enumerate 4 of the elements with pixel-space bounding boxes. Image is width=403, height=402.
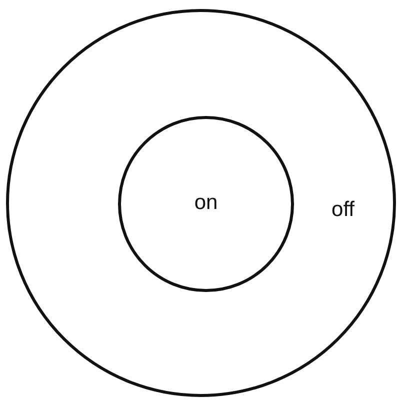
outer-circle [6, 9, 396, 397]
state-label: on [194, 191, 218, 215]
inner-circle [118, 116, 294, 292]
state-label: off [332, 198, 354, 222]
